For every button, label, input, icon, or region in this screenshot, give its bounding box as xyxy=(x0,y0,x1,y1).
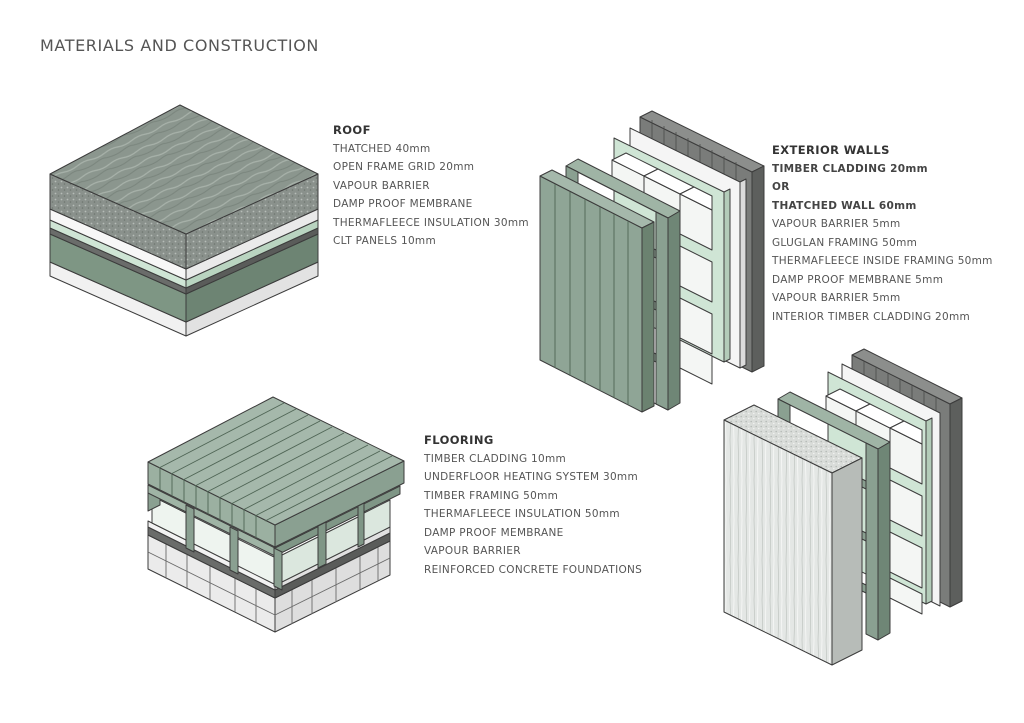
wall-layer: INTERIOR TIMBER CLADDING 20mm xyxy=(772,310,971,323)
wall-option: THATCHED WALL 60mm xyxy=(772,199,917,212)
roof-spec-list: ROOF THATCHED 40mm OPEN FRAME GRID 20mm … xyxy=(333,121,529,251)
floor-layer: DAMP PROOF MEMBRANE xyxy=(424,526,564,539)
roof-layer-stack xyxy=(49,104,319,337)
wall-layer: DAMP PROOF MEMBRANE 5mm xyxy=(772,273,944,286)
wall-layer: VAPOUR BARRIER 5mm xyxy=(772,292,901,304)
floor-layer: REINFORCED CONCRETE FOUNDATIONS xyxy=(424,563,643,576)
wall-option: TIMBER CLADDING 20mm xyxy=(772,162,928,175)
floor-layer: TIMBER FRAMING 50mm xyxy=(424,489,559,502)
roof-layer: THERMAFLEECE INSULATION 30mm xyxy=(333,216,529,229)
roof-layer: OPEN FRAME GRID 20mm xyxy=(333,161,475,173)
wall-layer: GLUGLAN FRAMING 50mm xyxy=(772,236,918,249)
floor-layer: TIMBER CLADDING 10mm xyxy=(424,452,567,465)
wall-option: OR xyxy=(772,181,790,193)
wall-spec-list: EXTERIOR WALLS TIMBER CLADDING 20mm OR T… xyxy=(772,141,993,326)
floor-heading: FLOORING xyxy=(424,433,494,447)
roof-layer: THATCHED 40mm xyxy=(333,142,431,155)
floor-layer: VAPOUR BARRIER xyxy=(424,545,521,557)
wall-layer: THERMAFLEECE INSIDE FRAMING 50mm xyxy=(772,255,993,267)
flooring-layer-stack xyxy=(147,396,405,633)
roof-layer: DAMP PROOF MEMBRANE xyxy=(333,198,473,210)
roof-heading: ROOF xyxy=(333,123,371,137)
roof-layer: VAPOUR BARRIER xyxy=(333,179,430,192)
wall-heading: EXTERIOR WALLS xyxy=(772,143,890,157)
exterior-wall-thatched xyxy=(723,348,963,666)
floor-spec-list: FLOORING TIMBER CLADDING 10mm UNDERFLOOR… xyxy=(424,431,642,579)
exterior-wall-timber xyxy=(539,110,765,413)
floor-layer: UNDERFLOOR HEATING SYSTEM 30mm xyxy=(424,471,638,483)
page-title: MATERIALS AND CONSTRUCTION xyxy=(40,36,319,55)
roof-layer: CLT PANELS 10mm xyxy=(333,235,436,247)
wall-layer: VAPOUR BARRIER 5mm xyxy=(772,218,901,230)
floor-layer: THERMAFLEECE INSULATION 50mm xyxy=(424,508,620,520)
